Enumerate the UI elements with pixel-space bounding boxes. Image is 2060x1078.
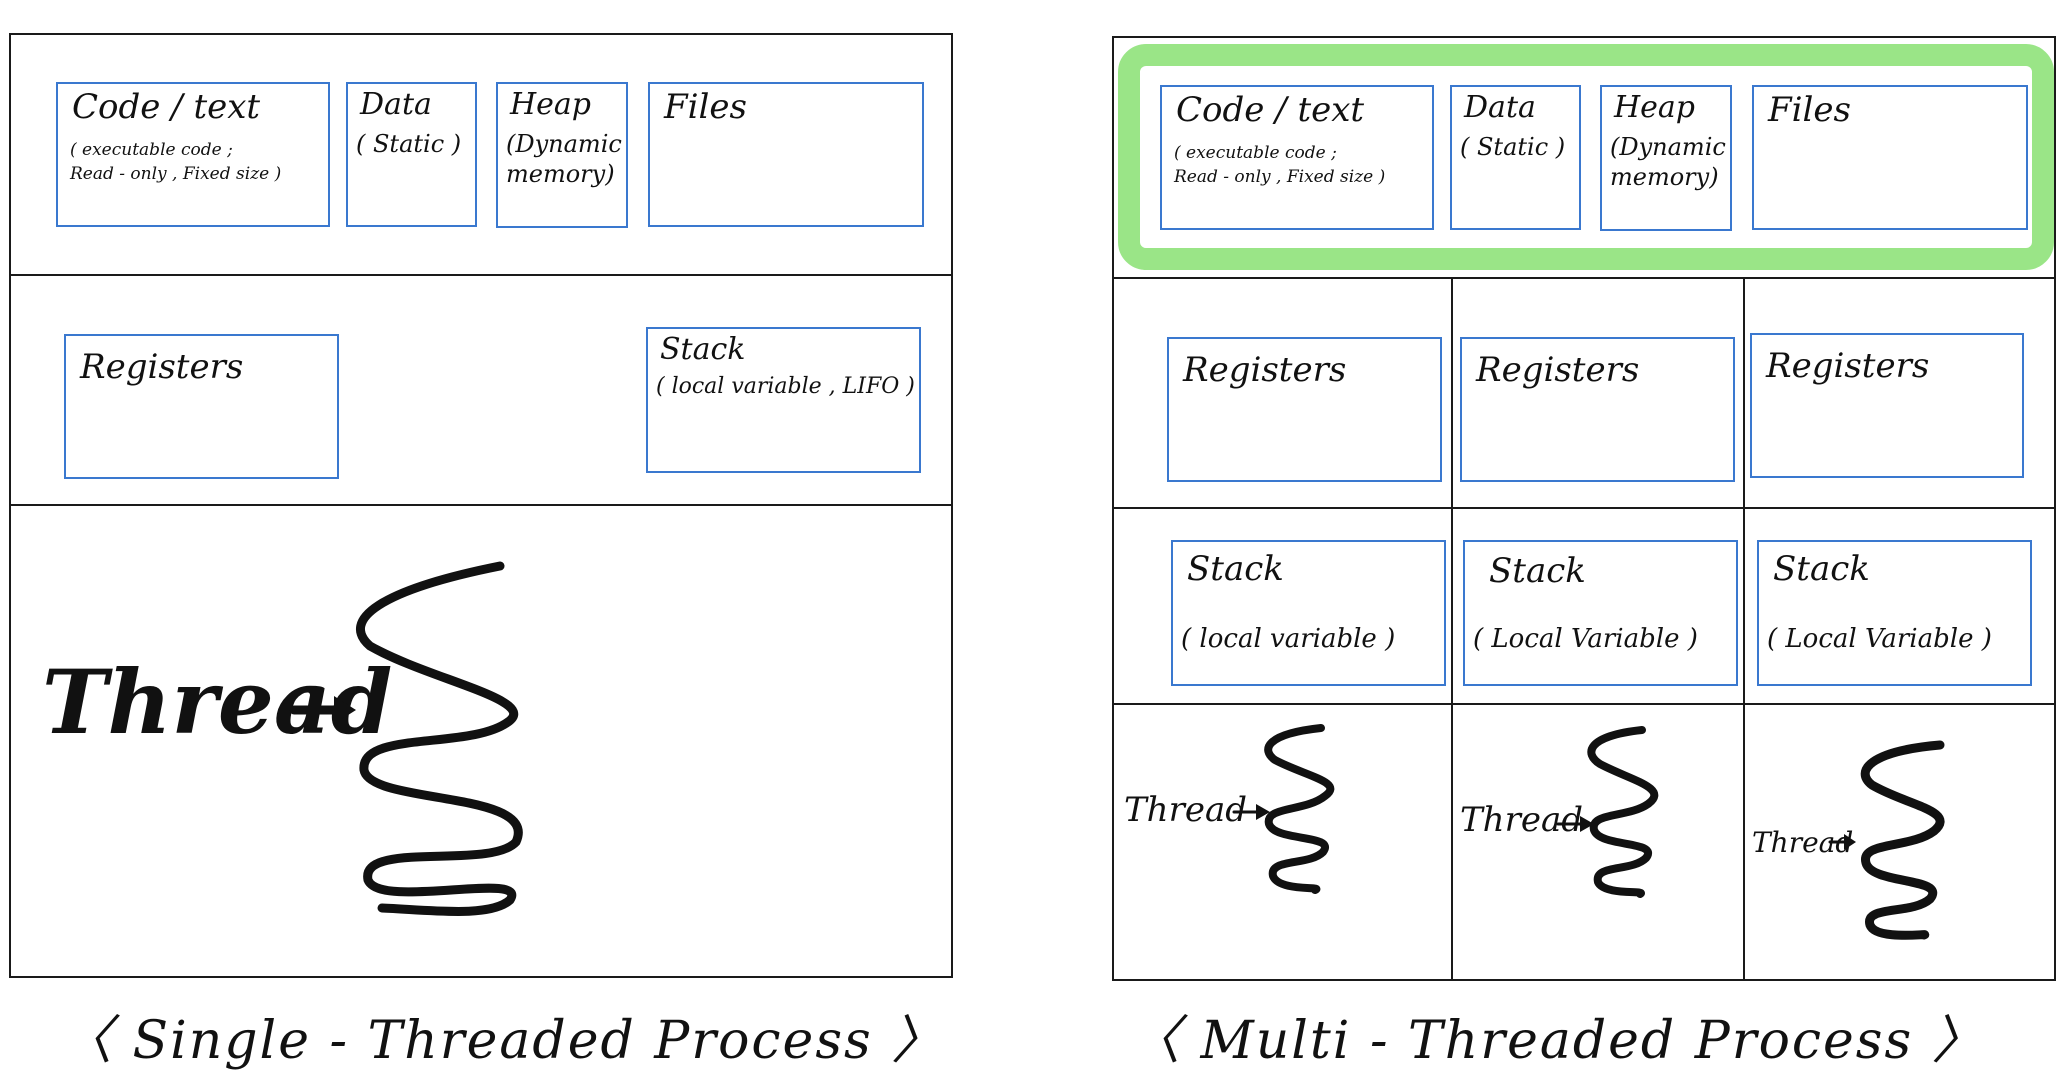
single-heap-box: Heap (Dynamic memory) <box>496 82 628 228</box>
single-stack-title: Stack <box>660 332 746 367</box>
multi-thread-arrow-2 <box>1556 816 1594 832</box>
multi-thread-arrow-3 <box>1828 834 1856 850</box>
multi-stack-subtitle-3: ( Local Variable ) <box>1767 624 1992 654</box>
single-code-subtitle-2: Read - only , Fixed size ) <box>70 164 282 184</box>
multi-stack-title-3: Stack <box>1773 549 1870 589</box>
multi-stack-title-1: Stack <box>1187 549 1284 589</box>
multi-thread-squiggle-2 <box>1587 726 1659 898</box>
single-stack-box: Stack ( local variable , LIFO ) <box>646 327 921 473</box>
multi-stack-title-2: Stack <box>1489 551 1586 591</box>
multi-registers-title-1: Registers <box>1183 350 1347 390</box>
multi-registers-box-1: Registers <box>1167 337 1442 482</box>
multi-stack-subtitle-1: ( local variable ) <box>1181 624 1396 654</box>
multi-code-title: Code / text <box>1176 90 1365 130</box>
multi-thread-label-1: Thread <box>1124 790 1247 830</box>
multi-data-box: Data ( Static ) <box>1450 85 1581 230</box>
multi-thread-squiggle-3 <box>1860 740 1945 940</box>
multi-heap-subtitle-1: (Dynamic <box>1610 133 1726 161</box>
multi-registers-box-3: Registers <box>1750 333 2024 478</box>
multi-thread-label-2: Thread <box>1460 800 1583 840</box>
multi-stack-box-3: Stack ( Local Variable ) <box>1757 540 2032 686</box>
multi-heap-title: Heap <box>1614 90 1696 125</box>
multi-heap-subtitle-2: memory) <box>1610 163 1719 191</box>
single-caption: 〈 Single - Threaded Process 〉 <box>60 1011 946 1071</box>
multi-code-subtitle-2: Read - only , Fixed size ) <box>1174 167 1386 187</box>
single-thread-label: Thread <box>42 650 393 754</box>
multi-registers-title-2: Registers <box>1476 350 1640 390</box>
single-registers-title: Registers <box>80 347 244 387</box>
single-heap-subtitle-2: memory) <box>506 160 615 188</box>
multi-files-title: Files <box>1768 90 1851 130</box>
multi-thread-squiggle-1 <box>1264 724 1335 894</box>
multi-column-divider-1 <box>1451 277 1453 979</box>
multi-thread-arrow-1 <box>1232 804 1270 820</box>
multi-registers-box-2: Registers <box>1460 337 1735 482</box>
single-data-subtitle: ( Static ) <box>356 130 462 158</box>
single-divider-2 <box>9 504 951 506</box>
multi-stack-box-2: Stack ( Local Variable ) <box>1463 540 1738 686</box>
multi-files-box: Files <box>1752 85 2028 230</box>
multi-stack-box-1: Stack ( local variable ) <box>1171 540 1446 686</box>
multi-data-title: Data <box>1464 90 1536 125</box>
single-code-box: Code / text ( executable code ; Read - o… <box>56 82 330 227</box>
single-files-title: Files <box>664 87 747 127</box>
multi-divider-2 <box>1112 507 2054 509</box>
multi-column-divider-2 <box>1743 277 1745 979</box>
multi-data-subtitle: ( Static ) <box>1460 133 1566 161</box>
single-thread-arrow <box>289 696 356 724</box>
single-code-subtitle-1: ( executable code ; <box>70 140 233 160</box>
single-stack-subtitle: ( local variable , LIFO ) <box>656 374 915 399</box>
single-data-box: Data ( Static ) <box>346 82 477 227</box>
multi-caption: 〈 Multi - Threaded Process 〉 <box>1128 1011 1986 1071</box>
multi-divider-1 <box>1112 277 2054 279</box>
single-thread-squiggle <box>356 561 523 916</box>
single-data-title: Data <box>360 87 432 122</box>
single-registers-box: Registers <box>64 334 339 479</box>
multi-code-subtitle-1: ( executable code ; <box>1174 143 1337 163</box>
single-files-box: Files <box>648 82 924 227</box>
single-divider-1 <box>9 274 951 276</box>
single-heap-title: Heap <box>510 87 592 122</box>
multi-heap-box: Heap (Dynamic memory) <box>1600 85 1732 231</box>
single-heap-subtitle-1: (Dynamic <box>506 130 622 158</box>
shared-resources-highlight <box>1118 44 2054 270</box>
multi-registers-title-3: Registers <box>1766 346 1930 386</box>
multi-stack-subtitle-2: ( Local Variable ) <box>1473 624 1698 654</box>
multi-code-box: Code / text ( executable code ; Read - o… <box>1160 85 1434 230</box>
multi-divider-3 <box>1112 703 2054 705</box>
single-code-title: Code / text <box>72 87 261 127</box>
